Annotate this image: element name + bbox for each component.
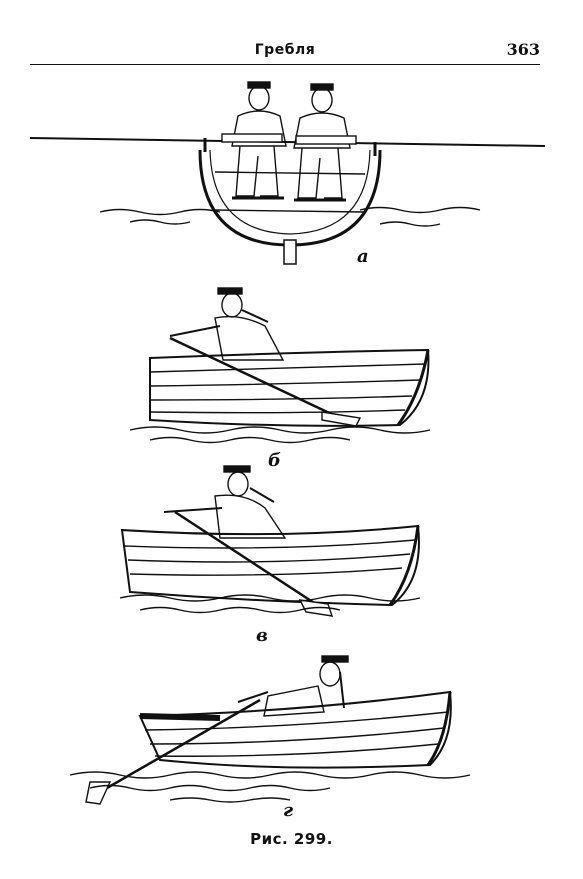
panel-a-drawing (29, 81, 546, 265)
panel-b-drawing (129, 287, 431, 444)
panel-label-a: а (357, 246, 369, 267)
page-header: Гребля 363 (30, 38, 540, 66)
page-number: 363 (506, 40, 540, 59)
running-title: Гребля (254, 42, 316, 58)
panel-g-drawing (69, 655, 471, 805)
panel-v-drawing (119, 465, 421, 617)
figure-caption: Рис. 299. (250, 830, 333, 848)
panel-label-b: б (268, 450, 281, 471)
panel-label-g: г (283, 800, 294, 821)
header-rule (30, 64, 540, 65)
panel-label-v: в (256, 625, 268, 646)
